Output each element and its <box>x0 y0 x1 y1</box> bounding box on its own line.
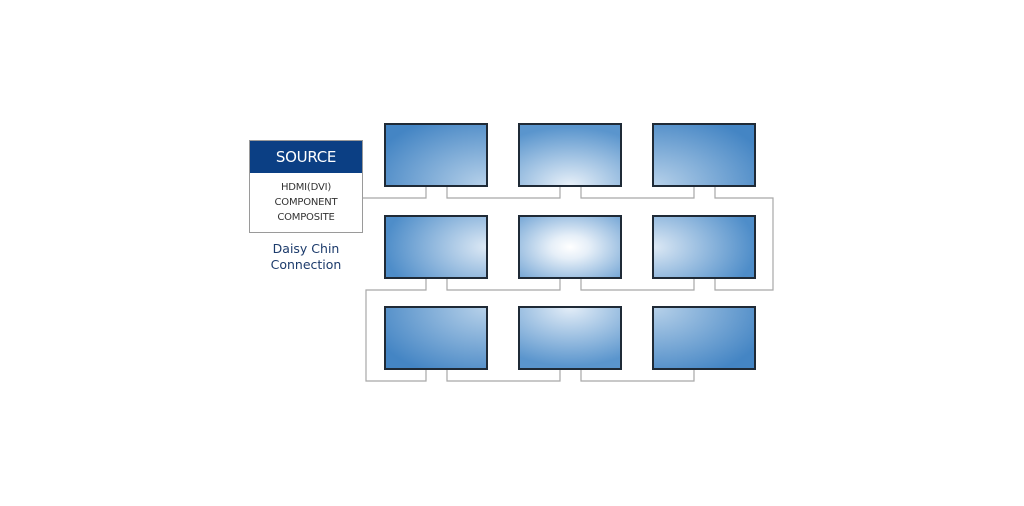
caption-line-2: Connection <box>270 257 342 272</box>
display-panel-r1-c3 <box>652 123 756 187</box>
cable-row1-a <box>446 186 561 199</box>
connection-caption: Daisy Chin Connection <box>249 241 363 273</box>
display-panel-r2-c1 <box>384 215 488 279</box>
display-panel-r3-c3 <box>652 306 756 370</box>
cable-row3-b <box>580 369 695 382</box>
display-panel-r3-c1 <box>384 306 488 370</box>
cable-source-in <box>363 186 427 199</box>
caption-line-1: Daisy Chin <box>272 241 340 256</box>
source-input-hdmi: HDMI(DVI) <box>280 182 332 193</box>
screen-layer <box>384 123 756 370</box>
cable-row2-to-row3 <box>365 278 427 382</box>
source-title: SOURCE <box>250 141 362 173</box>
source-input-composite: COMPOSITE <box>277 212 335 223</box>
display-panel-r3-c2 <box>518 306 622 370</box>
display-panel-r2-c3 <box>652 215 756 279</box>
cable-layer <box>363 186 774 382</box>
source-input-component: COMPONENT <box>274 197 338 208</box>
cable-row1-b <box>580 186 695 199</box>
source-box: SOURCE HDMI(DVI) COMPONENT COMPOSITE <box>249 140 363 233</box>
display-panel-r2-c2 <box>518 215 622 279</box>
cable-row2-b <box>446 278 561 291</box>
cable-row2-a <box>580 278 695 291</box>
display-panel-r1-c2 <box>518 123 622 187</box>
cable-row1-to-row2 <box>714 186 774 291</box>
source-input-list: HDMI(DVI) COMPONENT COMPOSITE <box>250 173 362 225</box>
display-panel-r1-c1 <box>384 123 488 187</box>
cable-row3-a <box>446 369 561 382</box>
